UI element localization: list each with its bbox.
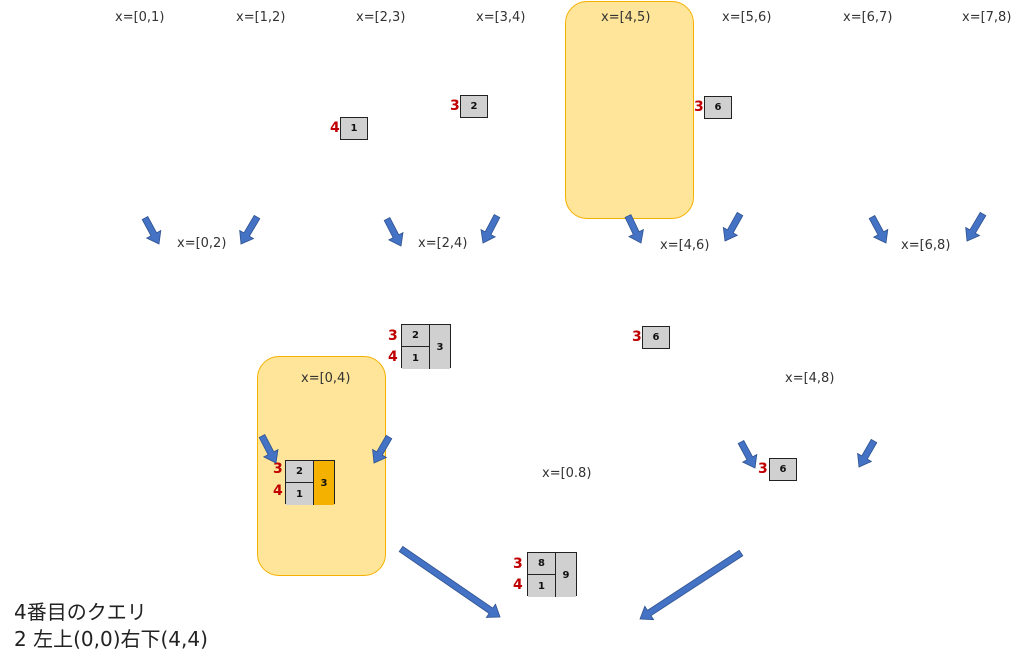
leaf-label-2-3: x=[2,3): [356, 10, 406, 25]
leaf-node-1: 1: [340, 117, 368, 140]
node-4-6: 6: [642, 326, 670, 349]
arrow-5: [624, 214, 644, 244]
node-2-4-bottom-cell: 1: [402, 347, 430, 369]
node-4-8-y: 3: [758, 461, 768, 477]
node-2-4-right-cell: 3: [430, 325, 450, 369]
arrow-2: [239, 214, 261, 245]
leaf-label-4-5: x=[4,5): [601, 10, 651, 25]
leaf-label-0-1: x=[0,1): [115, 10, 165, 25]
leaf-label-3-4: x=[3,4): [476, 10, 526, 25]
node-0-4-bottom-cell: 1: [286, 483, 314, 505]
caption-line-2: 2 左上(0,0)右下(4,4): [14, 627, 208, 651]
root-y-bottom: 4: [513, 577, 523, 593]
arrow-8: [965, 211, 987, 242]
leaf-node-2: 2: [460, 95, 488, 118]
leaf-label-7-8: x=[7,8): [962, 10, 1012, 25]
leaf-node-6-y: 3: [694, 99, 704, 115]
root-y-top: 3: [513, 556, 523, 572]
node-2-4-y-bottom: 4: [388, 349, 398, 365]
arrow-10: [372, 434, 393, 464]
arrow-4: [480, 213, 501, 244]
level2-label-4-8: x=[4,8): [785, 371, 835, 386]
leaf-node-2-y: 3: [450, 98, 460, 114]
root-label: x=[0.8): [542, 466, 592, 481]
node-4-6-y: 3: [632, 329, 642, 345]
level1-label-4-6: x=[4,6): [660, 238, 710, 253]
level1-label-6-8: x=[6,8): [901, 238, 951, 253]
arrow-13: [398, 545, 501, 618]
node-0-4-top-cell: 2: [286, 461, 314, 483]
arrow-9: [258, 433, 279, 464]
level2-label-0-4: x=[0,4): [301, 371, 351, 386]
caption-line-1: 4番目のクエリ: [14, 600, 147, 624]
node-0-4-y-bottom: 4: [273, 483, 283, 499]
leaf-label-6-7: x=[6,7): [843, 10, 893, 25]
node-4-8: 6: [769, 458, 797, 481]
node-0-4: 2 1 3: [285, 460, 335, 505]
node-2-4-y-top: 3: [388, 328, 398, 344]
arrow-1: [141, 215, 162, 245]
arrow-14: [639, 549, 744, 621]
leaf-label-1-2: x=[1,2): [236, 10, 286, 25]
root-top-cell: 8: [528, 553, 556, 575]
level1-label-0-2: x=[0,2): [177, 236, 227, 251]
root-bottom-cell: 1: [528, 575, 556, 597]
node-0-4-y-top: 3: [273, 461, 283, 477]
arrow-6: [722, 211, 744, 242]
node-2-4-top-cell: 2: [402, 325, 430, 347]
root-node: 8 1 9: [527, 552, 577, 597]
arrow-12: [857, 438, 878, 468]
arrow-3: [383, 216, 404, 247]
arrow-11: [737, 439, 758, 469]
node-0-4-right-cell: 3: [314, 461, 334, 505]
level1-label-2-4: x=[2,4): [418, 236, 468, 251]
arrow-7: [868, 214, 889, 244]
leaf-node-6: 6: [704, 96, 732, 119]
node-2-4: 2 1 3: [401, 324, 451, 369]
leaf-node-1-y: 4: [330, 120, 340, 136]
leaf-label-5-6: x=[5,6): [722, 10, 772, 25]
root-right-cell: 9: [556, 553, 576, 597]
highlight-leaf-4-5: [565, 1, 694, 219]
